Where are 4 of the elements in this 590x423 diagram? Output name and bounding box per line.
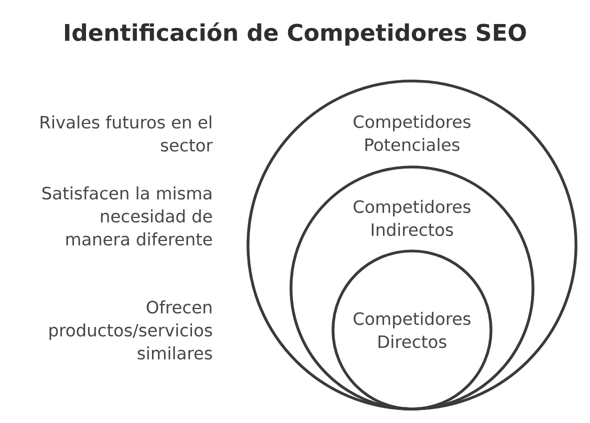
title: Identificación de Competidores SEO (65, 22, 526, 46)
description-text: Rivales futuros en el sector (40, 115, 213, 152)
description-text: Satisfacen la misma necesidad de manera diferente (42, 186, 212, 246)
description-text: Ofrecen productos/servicios similares (50, 300, 212, 360)
